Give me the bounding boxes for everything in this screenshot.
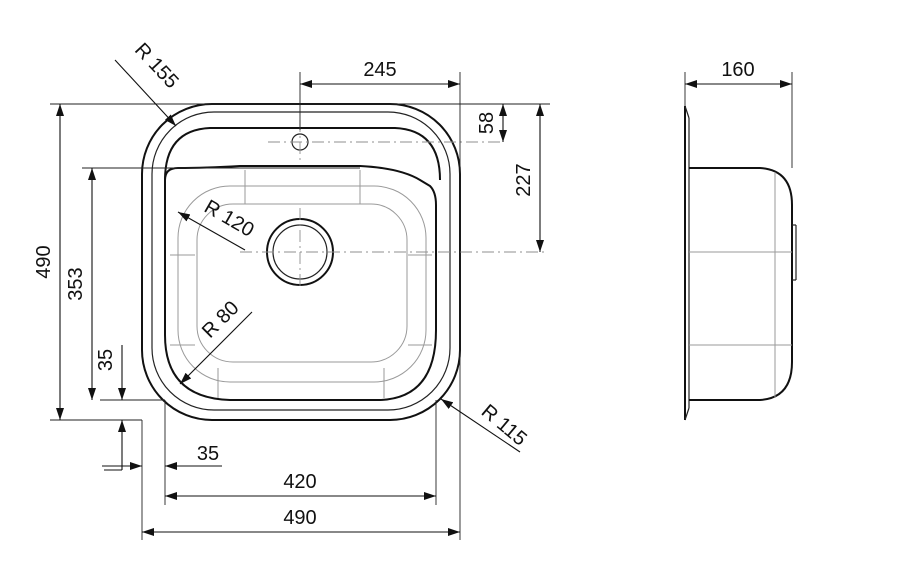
sink-side-view bbox=[684, 105, 797, 421]
dimension-490-height: 490 bbox=[33, 104, 64, 420]
bowl-mid-outline bbox=[177, 185, 427, 383]
bowl-contour bbox=[164, 165, 437, 401]
sink-outer-rim bbox=[141, 103, 461, 421]
dimension-label-490-width: 490 bbox=[283, 507, 316, 529]
dimension-label-227: 227 bbox=[513, 163, 535, 196]
dimension-label-420: 420 bbox=[283, 471, 316, 493]
radius-label-r115: R 115 bbox=[477, 400, 531, 450]
dimension-label-245: 245 bbox=[363, 59, 396, 81]
dimension-58: 58 bbox=[476, 104, 507, 142]
dimension-490-width: 490 bbox=[142, 507, 460, 536]
dimension-label-353: 353 bbox=[65, 267, 87, 300]
extension-lines bbox=[50, 72, 550, 540]
dimension-label-160: 160 bbox=[721, 59, 754, 81]
dimension-353: 353 bbox=[65, 168, 96, 400]
dimension-35-vertical: 35 bbox=[95, 345, 126, 471]
dimension-35-horizontal: 35 bbox=[102, 443, 222, 470]
radius-r115: R 115 bbox=[440, 398, 531, 453]
sink-inner-rim bbox=[151, 111, 451, 411]
dimension-420: 420 bbox=[165, 471, 436, 500]
dimension-227: 227 bbox=[513, 104, 544, 252]
bowl-bottom-outline bbox=[196, 203, 408, 363]
tap-ledge bbox=[164, 127, 441, 181]
radius-r80: R 80 bbox=[179, 297, 253, 385]
dimension-label-35-vertical: 35 bbox=[95, 349, 117, 371]
dimension-label-490-height: 490 bbox=[33, 245, 55, 278]
sink-top-view bbox=[141, 103, 545, 421]
radius-r155: R 155 bbox=[114, 39, 183, 127]
radius-label-r80: R 80 bbox=[198, 297, 243, 342]
dimension-245: 245 bbox=[300, 59, 460, 88]
dimension-label-35-horizontal: 35 bbox=[197, 443, 219, 465]
dimension-160: 160 bbox=[684, 59, 793, 168]
radius-label-r120: R 120 bbox=[200, 196, 257, 242]
side-view-bowl bbox=[689, 167, 793, 401]
dimension-label-58: 58 bbox=[476, 112, 498, 134]
